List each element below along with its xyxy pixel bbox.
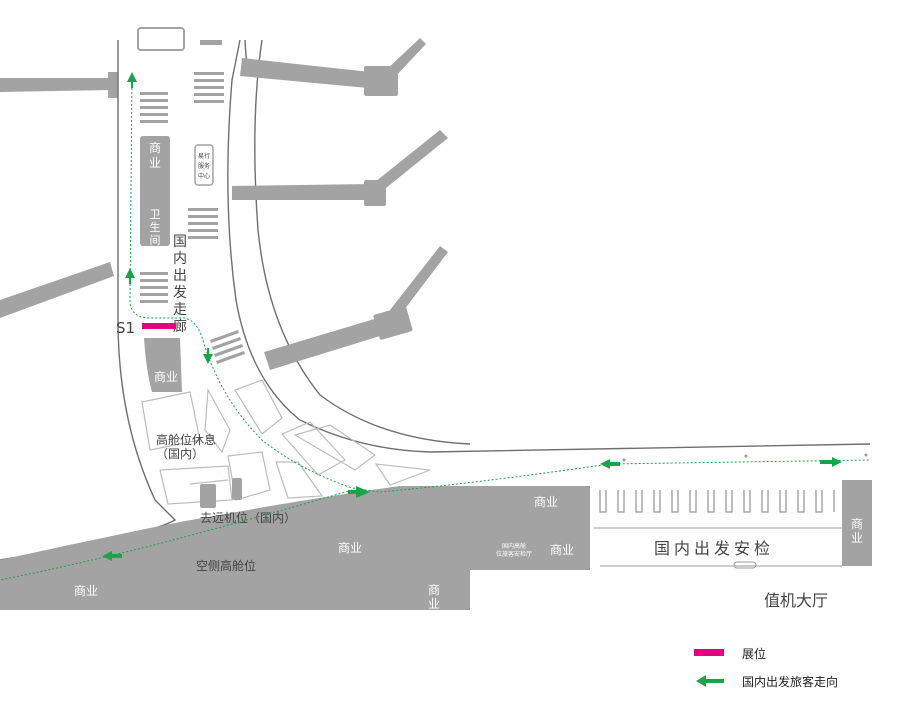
lounge-outlines (141, 379, 431, 505)
pier-arm-3 (264, 246, 448, 370)
route-dots (622, 453, 868, 462)
booth-s1-code: S1 (116, 319, 135, 337)
svg-text:廊: 廊 (173, 318, 187, 335)
svg-text:易行: 易行 (198, 152, 210, 160)
checkin-hall-label: 值机大厅 (764, 591, 828, 610)
domestic-transfer-label-1: 国内高舱 (502, 542, 526, 550)
svg-text:商: 商 (851, 516, 863, 531)
domestic-transfer-label-2: 位旅客安检厅 (496, 550, 532, 558)
security-check-label: 国内出发安检 (654, 539, 774, 558)
svg-text:国: 国 (173, 234, 187, 250)
toilet-label-1: 卫 (150, 208, 161, 221)
toilet-label-2: 生 (150, 220, 161, 234)
commerce-below-label: 商 业 (428, 582, 440, 611)
commerce-far-right-label: 商 业 (851, 516, 863, 545)
legend-booth-label: 展位 (742, 646, 767, 661)
route-arrow-up-2 (125, 268, 135, 278)
commerce-top-label-2: 业 (149, 156, 161, 170)
passenger-route (0, 75, 871, 581)
airside-premium-label: 空侧高舱位 (196, 558, 256, 573)
svg-text:业: 业 (851, 531, 863, 545)
legend-item-booth: 展位 (694, 642, 894, 664)
svg-text:服务: 服务 (198, 162, 210, 170)
svg-text:业: 业 (428, 597, 440, 611)
svg-text:商: 商 (428, 582, 440, 597)
left-pier-arm-top (0, 72, 118, 98)
route-arrow-right-center (356, 486, 370, 498)
pier-arm-1 (240, 38, 426, 96)
route-arrow-right-far (832, 457, 842, 467)
commerce-near-check-label: 商业 (534, 494, 558, 509)
top-box (137, 27, 222, 51)
legend-item-route: 国内出发旅客走向 (694, 670, 894, 692)
far-right-block (842, 480, 872, 566)
commerce-bottom-center-label: 商业 (338, 540, 362, 555)
toilet-label-3: 间 (150, 234, 161, 247)
route-arrow-left-security (600, 459, 610, 469)
svg-text:走: 走 (173, 302, 187, 318)
bottom-building (0, 486, 590, 610)
stairs-diagonal (210, 330, 245, 364)
remote-gate-label: 去远机位（国内） (200, 510, 296, 525)
stairs-right-top (194, 72, 224, 103)
commerce-right-block-label: 商业 (550, 542, 574, 557)
svg-text:内: 内 (173, 251, 187, 267)
left-pier-arm-mid (0, 262, 114, 318)
commerce-top-block: 商 业 卫 生 间 (140, 136, 170, 247)
svg-text:中心: 中心 (198, 172, 210, 180)
route-arrows (102, 72, 842, 561)
left-arrow-icon (694, 670, 728, 692)
commerce-mid-label: 商业 (154, 369, 178, 384)
pier-arm-2 (232, 130, 448, 206)
booth-swatch (694, 642, 728, 664)
security-area (590, 486, 842, 569)
booth-s1[interactable]: S1 (116, 319, 176, 337)
stairs-left (140, 92, 168, 123)
commerce-left-bottom-label: 商业 (74, 583, 98, 598)
stairs-right-mid (188, 208, 218, 239)
premium-lounge-label-2: （国内） (156, 447, 204, 461)
commerce-top-label-1: 商 (149, 140, 161, 155)
premium-lounge-label-1: 高舱位休息 (156, 432, 216, 447)
route-arrow-down (203, 354, 213, 364)
svg-text:出: 出 (173, 268, 187, 284)
legend: 展位 国内出发旅客走向 (694, 642, 894, 698)
legend-route-label: 国内出发旅客走向 (742, 674, 839, 689)
route-arrow-up-1 (127, 72, 137, 82)
route-arrow-left-bottom (102, 551, 112, 561)
commerce-mid-block: 商业 (144, 338, 182, 392)
svg-text:发: 发 (173, 285, 187, 301)
lounge-fixtures (200, 478, 242, 508)
corridor-label: 国 内 出 发 走 廊 (173, 234, 187, 335)
stairs-left-low (140, 272, 168, 303)
service-sign: 易行 服务 中心 (194, 144, 214, 186)
